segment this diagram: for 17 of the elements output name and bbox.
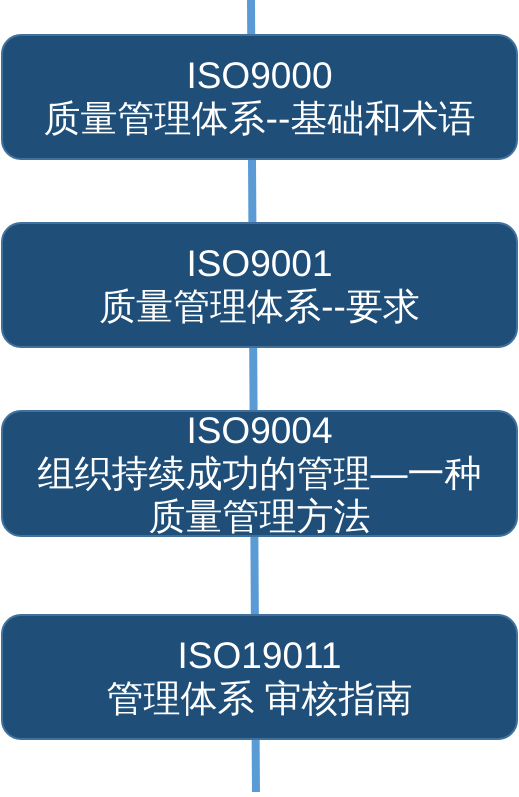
standard-code: ISO9000 [186, 54, 333, 97]
standard-code: ISO9004 [186, 409, 333, 452]
standard-title: 质量管理体系--要求 [99, 285, 420, 328]
connector-line [247, 0, 256, 34]
connector-line [249, 348, 258, 410]
standard-box [1, 34, 518, 160]
standard-title: 管理体系 审核指南 [106, 677, 413, 720]
standard-box [1, 222, 518, 348]
connector-line [248, 160, 256, 222]
standard-code: ISO9001 [186, 242, 333, 285]
standard-box [1, 410, 518, 537]
standard-title: 组织持续成功的管理—一种质量管理方法 [36, 452, 482, 538]
standard-box [1, 614, 518, 740]
connector-line [250, 536, 259, 614]
standard-code: ISO19011 [178, 634, 342, 677]
connector-line [252, 740, 260, 792]
standard-title: 质量管理体系--基础和术语 [44, 97, 476, 140]
